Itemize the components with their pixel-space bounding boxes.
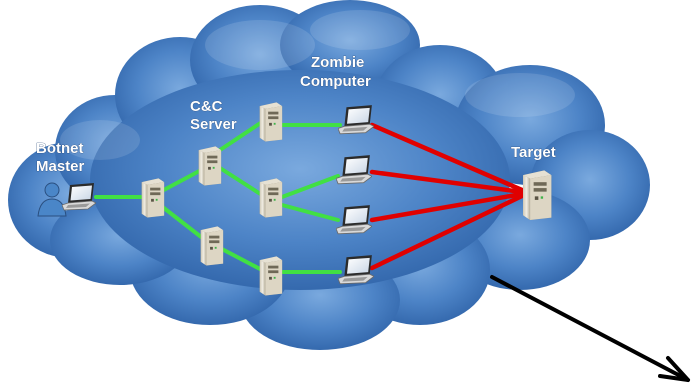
attack-links [369,122,525,271]
user-icon [37,182,67,217]
botnet-master-label-line1: Botnet [36,140,84,157]
server-icon [259,256,283,296]
server-icon [198,146,222,186]
server-icon [259,102,283,142]
arrow-head-icon [658,356,690,382]
link-cc1-to-cc3 [158,203,207,242]
attack-zombie1-to-target [369,122,525,193]
zombie-computer-label-line2: Computer [300,73,371,90]
link-cc2-to-server-a [218,120,264,152]
link-cc2-to-server-b [218,166,264,197]
link-server-b-to-zombie3 [280,203,340,222]
link-cc1-to-cc2 [158,166,207,194]
link-cc3-to-server-c [218,246,264,272]
cc-server-label-line2: Server [190,116,237,133]
server-icon [200,226,224,266]
zombie-computer-label-line1: Zombie [311,54,364,71]
target-server-icon [523,170,552,220]
botnet-master-label-line2: Master [36,158,85,175]
pointer-arrow [490,275,690,382]
attack-zombie3-to-target [369,191,525,223]
cc-server-label-line1: C&C [190,98,223,115]
network-cloud [8,0,650,350]
attack-zombie2-to-target [369,169,525,195]
control-links [94,120,342,274]
target-label: Target [511,144,556,161]
server-icon [259,178,283,218]
attack-zombie4-to-target [369,193,525,271]
botnet-master-node [37,182,96,217]
server-icon [141,178,165,218]
link-server-b-to-zombie2 [280,174,340,199]
